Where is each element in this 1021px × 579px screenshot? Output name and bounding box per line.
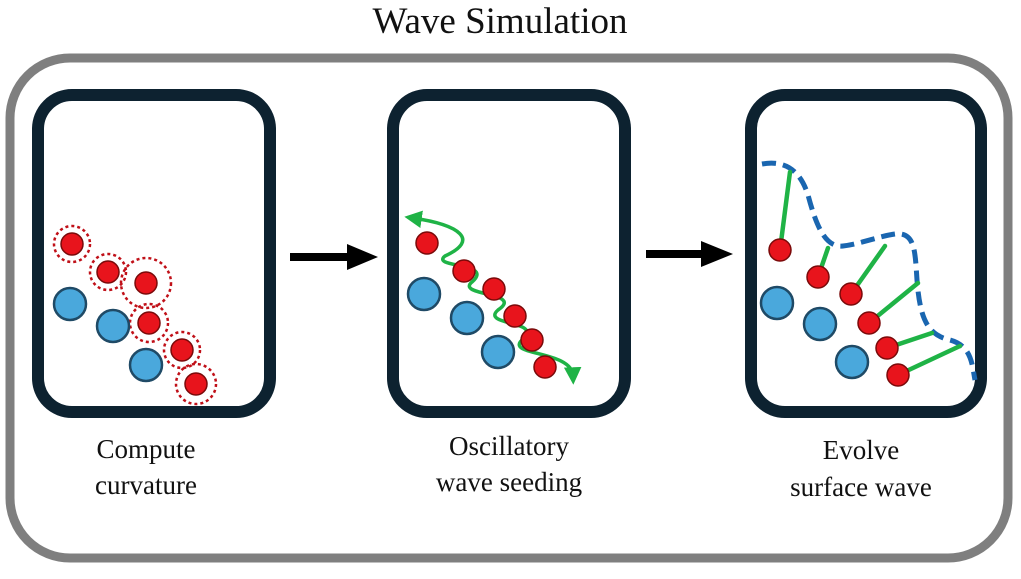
caption-evolve-line2: surface wave	[790, 472, 932, 502]
blue-particle	[449, 300, 485, 336]
red-particle	[806, 265, 830, 289]
curvature-halo	[128, 302, 170, 344]
blue-particle	[759, 285, 795, 321]
red-particle	[137, 311, 161, 335]
red-particle	[520, 328, 544, 352]
curvature-halo	[174, 362, 218, 406]
curvature-halos	[52, 224, 218, 406]
red-particle	[839, 282, 863, 306]
blue-particle	[834, 344, 870, 380]
blue-particle	[128, 347, 164, 383]
caption-curvature-line1: Compute	[97, 434, 196, 464]
caption-seeding-line1: Oscillatory	[449, 431, 569, 461]
red-particle	[857, 311, 881, 335]
red-particle	[875, 336, 899, 360]
blue-particle	[95, 308, 131, 344]
red-particle	[482, 277, 506, 301]
curvature-halo	[119, 256, 173, 310]
red-particle	[184, 372, 208, 396]
arrow-right-icon	[646, 241, 733, 267]
curvature-halo	[162, 330, 202, 370]
red-particle	[170, 338, 194, 362]
blue-particle	[480, 334, 516, 370]
arrow-right-icon	[290, 244, 378, 270]
panel-curvature-content	[52, 224, 218, 406]
caption-curvature-line2: curvature	[95, 470, 197, 500]
red-particle	[452, 259, 476, 283]
surface-wave	[761, 160, 978, 381]
curvature-halo	[52, 224, 92, 264]
red-particle	[415, 231, 439, 255]
red-particle	[503, 304, 527, 328]
blue-particle	[802, 306, 838, 342]
panel-evolve-content	[759, 160, 978, 387]
red-particle	[886, 363, 910, 387]
caption-evolve-line1: Evolve	[823, 435, 899, 465]
blue-particle	[52, 286, 88, 322]
red-particle	[60, 232, 84, 256]
panel-frame-curvature	[32, 89, 276, 418]
diagram-title: Wave Simulation	[373, 1, 628, 42]
red-particle	[96, 260, 120, 284]
projection-line	[777, 169, 793, 253]
red-particle	[533, 355, 557, 379]
red-particle	[134, 271, 158, 295]
curvature-halo	[88, 252, 128, 292]
panel-seeding-content	[404, 210, 582, 385]
blue-particle	[406, 276, 442, 312]
caption-seeding-line2: wave seeding	[436, 467, 582, 497]
red-particle	[768, 238, 792, 262]
